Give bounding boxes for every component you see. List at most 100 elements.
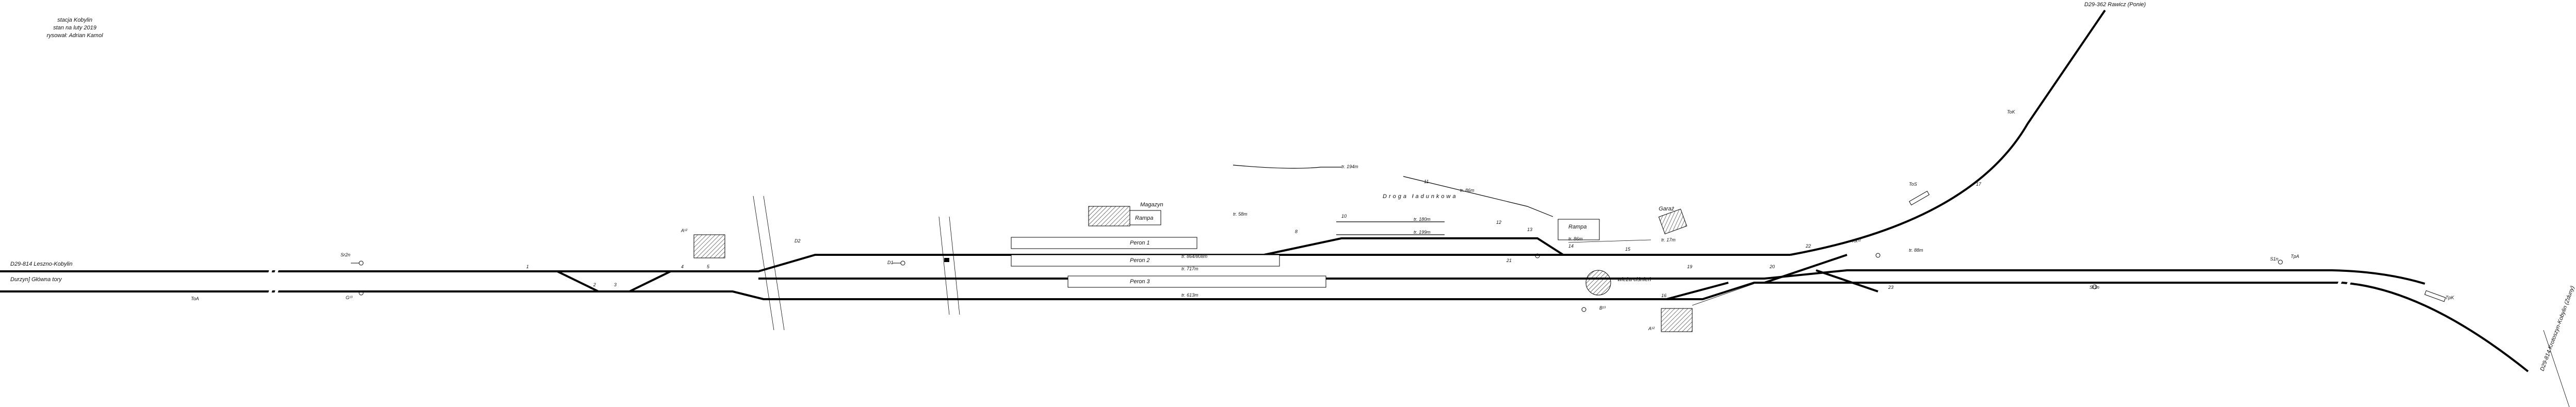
track-breaks — [267, 265, 2353, 298]
switch-number: 15 — [1625, 247, 1631, 252]
ramp-2-label: Rampa — [1568, 224, 1586, 230]
buildings: Magazyn Rampa Rampa Garaż wieża ciśnień … — [693, 193, 1693, 332]
curve-markers — [944, 190, 2446, 302]
track-lengths: tr. 194m tr. 86m tr. 58m tr. 180m tr. 19… — [1181, 164, 1923, 298]
connecting-track-west — [557, 270, 599, 292]
signal-label: TpK — [2445, 295, 2455, 300]
switch-number: 21 — [1506, 258, 1512, 263]
signals: A¹² A¹² Sr2n D1 D2 G¹³ Kk¹² B¹³ S1n Sr1n… — [191, 109, 2455, 331]
platform-3-label: Peron 3 — [1130, 279, 1150, 285]
track-length: tr. 717m — [1181, 266, 1198, 271]
track-to-rawicz — [1790, 9, 2106, 256]
track-length: tr. 613m — [1181, 292, 1198, 298]
top-right-line-label: D29-362 Rawicz (Ponie) — [2084, 2, 2146, 8]
platform-1-label: Peron 1 — [1130, 240, 1150, 246]
ramp-1-label: Rampa — [1135, 215, 1153, 221]
main-track-lower — [0, 282, 2529, 372]
signal-label: B¹³ — [1599, 305, 1606, 311]
station-name: stacja Kobylin — [57, 17, 92, 23]
signal-label: Sr1n — [2089, 285, 2099, 290]
main-track-middle — [758, 269, 2425, 285]
warehouse-building — [1088, 206, 1130, 226]
signal-label: G¹³ — [346, 295, 353, 300]
signal-icon — [893, 261, 905, 266]
signal-label: D1 — [887, 260, 894, 265]
signal-label: Sr2n — [341, 252, 350, 257]
switch-number: 8 — [1295, 229, 1298, 234]
switch-number: 19 — [1687, 264, 1692, 269]
platform-3 — [1067, 275, 1326, 288]
switch-number: 13 — [1527, 227, 1532, 232]
header-block: stacja Kobylin stan na luty 2019 rysował… — [36, 17, 114, 40]
signal-label: ToK — [2007, 109, 2016, 115]
switch-number: 3 — [614, 282, 617, 287]
switch-number: 14 — [1568, 243, 1574, 249]
signal-label: ToS — [1909, 182, 1917, 187]
signal-icon — [351, 261, 364, 266]
water-tower — [1585, 270, 1611, 296]
platform-1 — [1011, 237, 1197, 249]
track-length: tr. 88m — [1909, 248, 1923, 253]
signal-icon — [1875, 253, 1881, 258]
signal-label: A¹² — [681, 228, 688, 233]
signal-label: Kk¹² — [1852, 238, 1861, 243]
main-track-upper — [0, 254, 1790, 272]
switch-number: 4 — [681, 264, 684, 269]
signal-glyphs — [351, 253, 2283, 312]
platforms: Peron 1 Peron 2 Peron 3 — [1011, 237, 1326, 288]
signal-label: D2 — [795, 238, 801, 243]
signal-icon — [359, 290, 364, 296]
garage-building — [1658, 208, 1688, 235]
warehouse-label: Magazyn — [1140, 202, 1163, 208]
connecting-track-east-2 — [1816, 269, 1878, 292]
switch-number: 10 — [1341, 214, 1347, 219]
track-length: tr. 864/808m — [1181, 254, 1208, 259]
switch-number: 22 — [1805, 243, 1811, 249]
siding-upper — [1263, 237, 1564, 256]
bottom-right-line-label: D29-814 Krotoszyn-Kobylin (Zduny) — [2539, 285, 2576, 372]
garage-label: Garaż — [1659, 206, 1674, 212]
track-length: tr. 180m — [1414, 217, 1431, 222]
main-tracks — [0, 9, 2529, 372]
switch-number: 16 — [1661, 293, 1666, 298]
switches: 1 2 3 4 5 8 10 11 12 13 14 15 16 17 19 2… — [526, 179, 1982, 298]
track-length: tr. 86m — [1460, 188, 1475, 193]
station-date: stan na luty 2019 — [53, 25, 96, 31]
switch-number: 5 — [707, 264, 710, 269]
signal-box-west — [693, 234, 725, 258]
loading-road-label: Droga ładunkowa — [1383, 193, 1458, 200]
signal-icon — [2278, 259, 2283, 265]
signal-label: TpA — [2291, 254, 2299, 259]
track-length: tr. 86m — [1568, 236, 1583, 241]
left-track-label: Durzyn] Główna tory — [10, 276, 62, 283]
line-labels: D29-814 Leszno-Kobylin Durzyn] Główna to… — [10, 2, 2576, 372]
signal-label: A¹² — [1648, 326, 1655, 331]
signal-label: S1n — [2270, 256, 2278, 262]
signal-icon — [1535, 253, 1540, 258]
switch-number: 23 — [1888, 285, 1893, 290]
signal-icon — [1581, 307, 1586, 312]
signal-icon — [2092, 284, 2097, 289]
track-length: tr. 17m — [1661, 237, 1676, 242]
platform-2-label: Peron 2 — [1130, 257, 1150, 264]
switch-number: 12 — [1496, 220, 1501, 225]
connecting-track-west-2 — [629, 270, 671, 292]
signal-box-east — [1661, 308, 1693, 332]
ramp-2-box — [1558, 219, 1600, 240]
switch-number: 11 — [1424, 179, 1429, 184]
connecting-track-east — [1764, 254, 1848, 284]
switch-number: 1 — [526, 264, 529, 269]
station-author: rysował: Adrian Kamol — [46, 32, 103, 39]
track-length: tr. 58m — [1233, 211, 1248, 217]
switch-number: 17 — [1976, 182, 1982, 187]
siding-lower-east — [1666, 282, 1729, 300]
track-length: tr. 194m — [1341, 164, 1358, 169]
switch-number: 20 — [1769, 264, 1775, 269]
switch-number: 2 — [593, 282, 596, 287]
track-length: tr. 199m — [1414, 230, 1431, 235]
side-lines — [753, 165, 2570, 407]
ramp-1-box — [1129, 210, 1161, 225]
platform-2 — [1011, 254, 1280, 267]
left-line-label: D29-814 Leszno-Kobylin — [10, 261, 72, 267]
